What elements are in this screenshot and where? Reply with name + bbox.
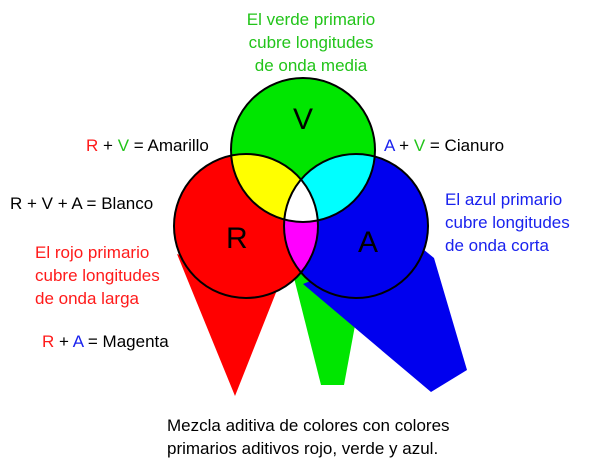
blue-note: El azul primario cubre longitudes de ond… [445,188,570,257]
green-circle-label: V [293,103,314,136]
red-note: El rojo primario cubre longitudes de ond… [35,241,160,310]
caption-line-1: Mezcla aditiva de colores con colores [167,416,450,435]
caption: Mezcla aditiva de colores con colores pr… [167,414,450,460]
yellow-mix-label: R + V = Amarillo [86,134,209,157]
magenta-mix-plus: + [59,332,69,351]
cyan-mix-result: = Cianuro [429,136,505,155]
blue-note-line-2: cubre longitudes [445,213,570,232]
yellow-overlap [231,154,318,222]
red-note-line-3: de onda larga [35,289,139,308]
cyan-mix-plus: + [399,136,410,155]
green-note: El verde primario cubre longitudes de on… [236,8,386,77]
white-mix-label: R + V + A = Blanco [10,194,154,213]
cyan-mix-label: A + V = Cianuro [384,134,504,157]
cyan-mix-b: V [413,136,426,155]
green-circle-outline [230,77,376,223]
red-note-line-2: cubre longitudes [35,266,160,285]
green-note-line-1: El verde primario [246,10,376,29]
magenta-mix-a: R [42,332,55,351]
cyan-overlap [284,154,375,222]
red-circle-label: R [226,222,248,255]
magenta-mix-result: = Magenta [87,332,169,351]
blue-note-line-3: de onda corta [445,236,549,255]
caption-line-2: primarios aditivos rojo, verde y azul. [167,439,439,458]
yellow-mix-result: = Amarillo [133,136,209,155]
magenta-mix-b: A [72,332,84,351]
yellow-mix-a: R [86,136,99,155]
blue-circle-outline [283,153,429,299]
red-circle-outline [173,153,319,299]
blue-circle-label: A [358,226,379,259]
yellow-mix-plus: + [103,136,113,155]
green-note-line-3: de onda media [254,56,368,75]
red-note-line-1: El rojo primario [35,243,150,262]
cyan-mix-a: A [384,136,395,155]
blue-note-line-1: El azul primario [445,190,563,209]
green-note-line-2: cubre longitudes [248,33,374,52]
magenta-mix-label: R + A = Magenta [42,330,169,353]
yellow-mix-b: V [117,136,130,155]
